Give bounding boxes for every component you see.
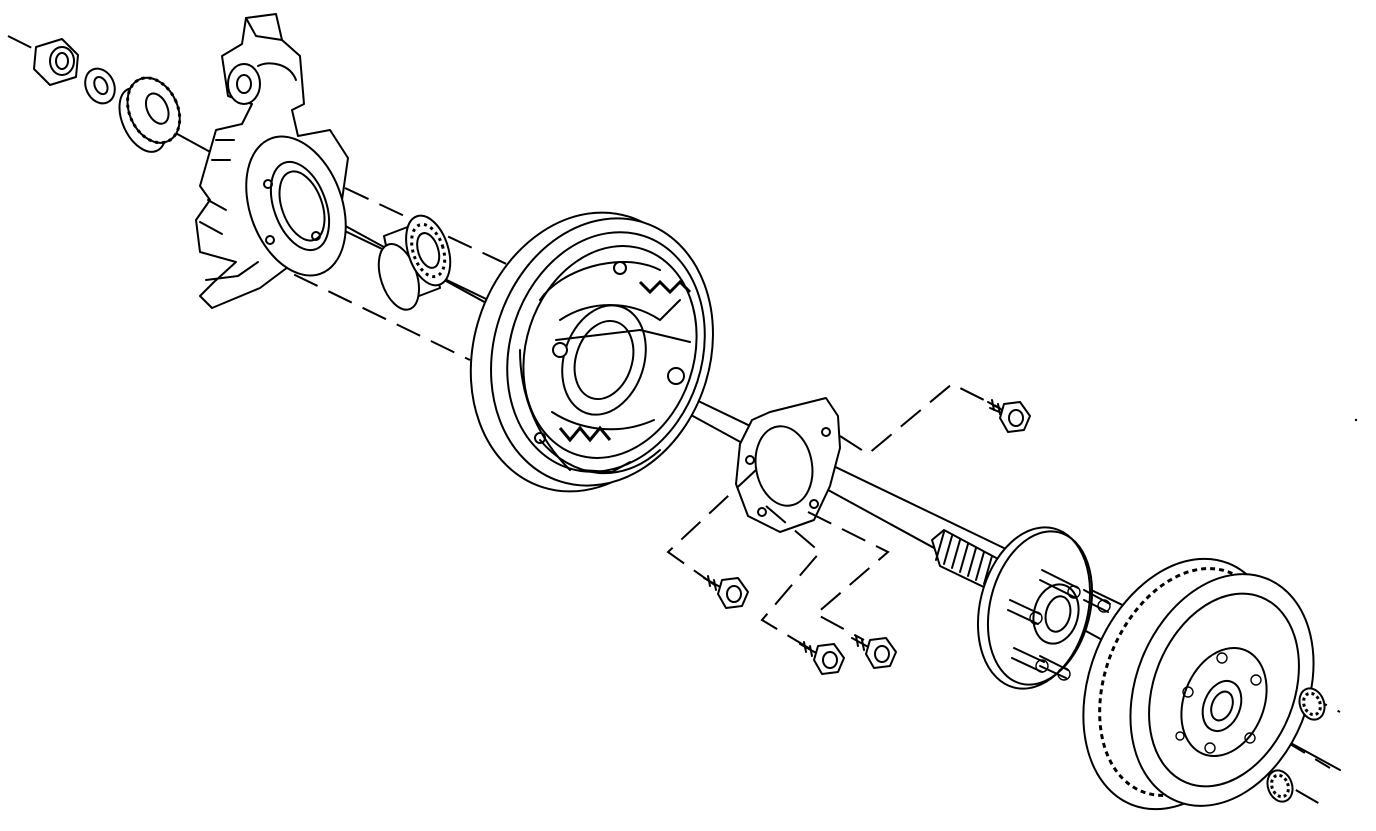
steering-knuckle bbox=[196, 14, 364, 308]
hub-nut bbox=[34, 39, 78, 85]
retainer-bolt-lower-right bbox=[852, 636, 896, 668]
brake-drum bbox=[1048, 530, 1347, 826]
retainer-bolt-lower-left bbox=[704, 576, 748, 608]
retainer-bolt-upper bbox=[988, 400, 1030, 432]
retainer-bolt-leaders bbox=[668, 384, 1000, 650]
lug-nut-lower bbox=[1263, 767, 1296, 805]
lug-nut-upper bbox=[1295, 685, 1328, 723]
inner-bearing bbox=[371, 210, 458, 315]
retainer-bolt-lower-middle bbox=[800, 642, 844, 674]
brake-backing-plate bbox=[436, 182, 747, 521]
bearing-retainer-plate bbox=[736, 398, 840, 532]
washer bbox=[80, 64, 121, 108]
scan-specks bbox=[1354, 418, 1358, 422]
hub-flange bbox=[962, 515, 1110, 700]
outer-bearing bbox=[110, 69, 190, 159]
